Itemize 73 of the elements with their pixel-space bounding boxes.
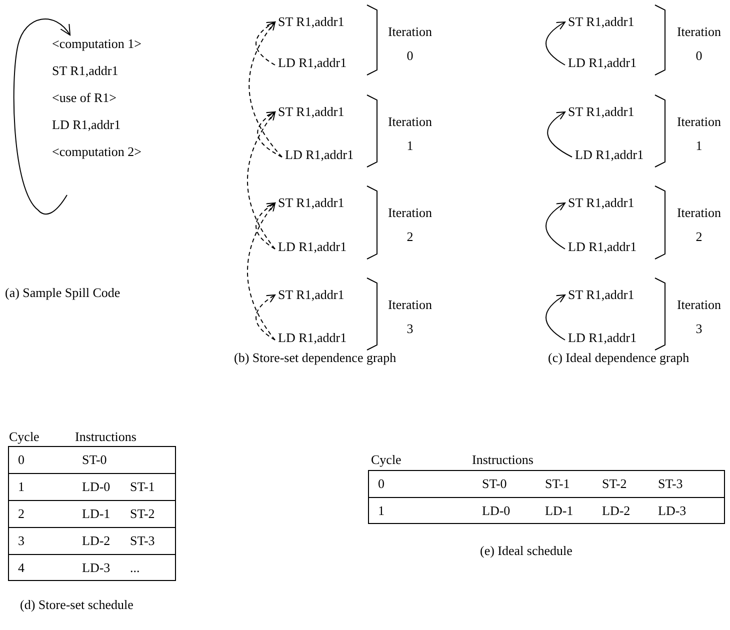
instruction-text: LD R1,addr1 xyxy=(285,147,354,163)
code-line: <computation 2> xyxy=(52,144,142,160)
arrow xyxy=(546,22,566,66)
instruction-text: ST R1,addr1 xyxy=(568,195,634,211)
arrow xyxy=(248,22,282,158)
iteration-label: Iteration 1 xyxy=(676,113,722,155)
table-cell-text: 2 xyxy=(18,506,24,522)
table-cell-text: LD-0 xyxy=(482,503,510,519)
instruction-text: ST R1,addr1 xyxy=(568,287,634,303)
arrow xyxy=(247,112,276,250)
iteration-label: Iteration 3 xyxy=(676,296,722,338)
column-header: Cycle xyxy=(9,429,40,445)
table-cell-text: ST-3 xyxy=(130,533,155,549)
arrow xyxy=(257,112,282,158)
table-cell-text: LD-1 xyxy=(82,506,110,522)
caption: (d) Store-set schedule xyxy=(20,597,134,613)
iteration-label: Iteration 3 xyxy=(386,296,434,338)
table-cell-text: ... xyxy=(130,560,140,576)
instruction-text: ST R1,addr1 xyxy=(568,104,634,120)
instruction-text: LD R1,addr1 xyxy=(278,55,347,71)
table-cell-text: LD-2 xyxy=(82,533,110,549)
arrow xyxy=(546,294,566,340)
table-cell-text: LD-3 xyxy=(658,503,686,519)
table-cell-text: ST-1 xyxy=(545,476,570,492)
instruction-text: ST R1,addr1 xyxy=(568,14,634,30)
table-cell-text: 4 xyxy=(18,560,24,576)
instruction-text: LD R1,addr1 xyxy=(568,55,637,71)
instruction-text: LD R1,addr1 xyxy=(568,330,637,346)
caption: (c) Ideal dependence graph xyxy=(548,350,690,366)
table-cell-text: ST-1 xyxy=(130,479,155,495)
caption: (a) Sample Spill Code xyxy=(5,285,120,301)
table-cell-text: LD-0 xyxy=(82,479,110,495)
caption: (b) Store-set dependence graph xyxy=(234,350,396,366)
instruction-text: LD R1,addr1 xyxy=(278,239,347,255)
iteration-label: Iteration 2 xyxy=(676,204,722,246)
instruction-text: LD R1,addr1 xyxy=(278,330,347,346)
table-cell-text: 3 xyxy=(18,533,24,549)
code-line: <computation 1> xyxy=(52,36,142,52)
table-cell-text: ST-2 xyxy=(602,476,627,492)
column-header: Instructions xyxy=(75,429,136,445)
instruction-text: ST R1,addr1 xyxy=(278,195,344,211)
table-cell-text: ST-0 xyxy=(482,476,507,492)
code-line: ST R1,addr1 xyxy=(52,63,118,79)
caption: (e) Ideal schedule xyxy=(480,543,572,559)
table-cell-text: ST-3 xyxy=(658,476,683,492)
table-cell-text: LD-3 xyxy=(82,560,110,576)
table-cell-text: 1 xyxy=(378,503,384,519)
instruction-text: LD R1,addr1 xyxy=(568,239,637,255)
iteration-label: Iteration 1 xyxy=(386,113,434,155)
instruction-text: ST R1,addr1 xyxy=(278,287,344,303)
instruction-text: LD R1,addr1 xyxy=(575,147,644,163)
column-header: Instructions xyxy=(472,452,534,468)
table-cell-text: 1 xyxy=(18,479,24,495)
column-header: Cycle xyxy=(371,452,402,468)
instruction-text: ST R1,addr1 xyxy=(278,14,344,30)
iteration-label: Iteration 2 xyxy=(386,204,434,246)
table-cell-text: ST-0 xyxy=(82,452,107,468)
table-cell-text: 0 xyxy=(378,476,384,492)
table-cell-text: LD-1 xyxy=(545,503,574,519)
table-cell-text: LD-2 xyxy=(602,503,630,519)
iteration-label: Iteration 0 xyxy=(386,23,434,65)
arrow xyxy=(547,112,572,158)
arrow xyxy=(256,294,276,340)
code-line: <use of R1> xyxy=(52,90,116,106)
arrow xyxy=(256,22,276,66)
arrow xyxy=(546,202,566,250)
table-cell-text: ST-2 xyxy=(130,506,155,522)
iteration-label: Iteration 0 xyxy=(676,23,722,65)
arrow xyxy=(247,202,276,340)
instruction-text: ST R1,addr1 xyxy=(278,104,344,120)
code-line: LD R1,addr1 xyxy=(52,117,121,133)
table-cell-text: 0 xyxy=(18,452,24,468)
arrow xyxy=(256,202,276,250)
